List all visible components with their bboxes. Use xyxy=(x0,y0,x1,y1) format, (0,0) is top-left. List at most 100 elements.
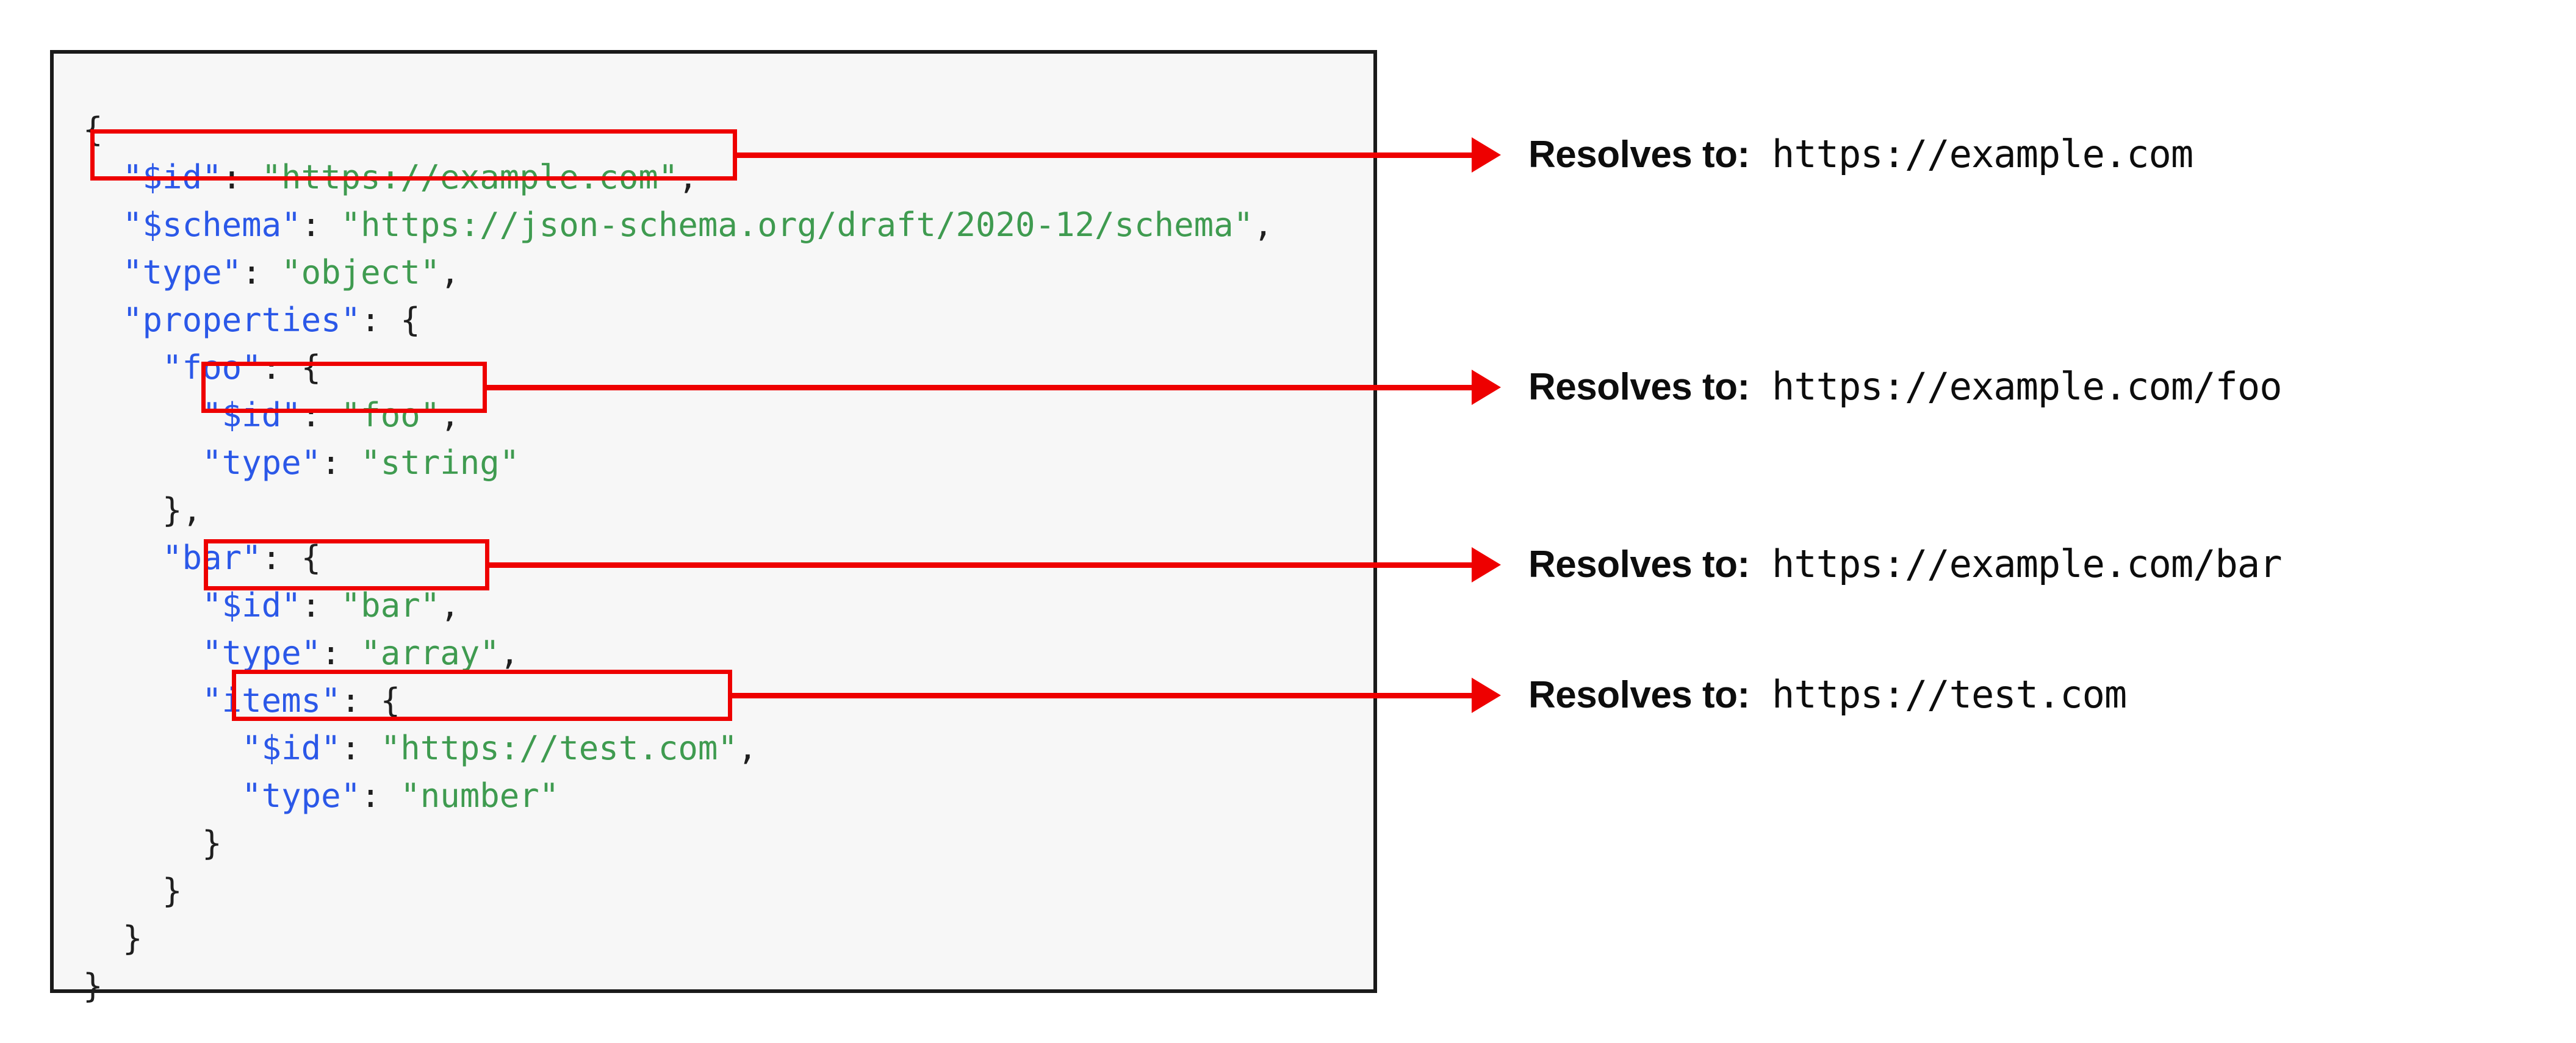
json-key: "$schema" xyxy=(123,206,301,244)
json-key: "properties" xyxy=(123,301,361,339)
json-string: "bar" xyxy=(340,586,441,625)
json-key: "$id" xyxy=(242,729,341,767)
arrow-line xyxy=(737,152,1472,158)
json-punctuation: } xyxy=(162,872,182,910)
json-string: "number" xyxy=(400,776,559,815)
json-key: "type" xyxy=(202,443,322,482)
json-punctuation: , xyxy=(440,396,460,434)
json-punctuation: : xyxy=(301,586,341,625)
label-url-spacer xyxy=(1750,672,1772,717)
code-lines: { "$id": "https://example.com", "$schema… xyxy=(83,106,1273,1010)
resolved-url: https://example.com/bar xyxy=(1772,542,2283,586)
code-line: "$id": "https://test.com", xyxy=(83,725,1273,772)
json-code-block: { "$id": "https://example.com", "$schema… xyxy=(50,50,1377,1005)
resolves-to-label: Resolves to: xyxy=(1528,134,1750,176)
json-string: "object" xyxy=(281,253,441,292)
json-punctuation: : { xyxy=(361,301,420,339)
code-line: }, xyxy=(83,487,1273,534)
label-url-spacer xyxy=(1750,132,1772,176)
code-line: "$id": "bar", xyxy=(83,582,1273,629)
arrow-line xyxy=(732,693,1472,698)
json-string: "array" xyxy=(361,634,500,672)
resolves-to-label: Resolves to: xyxy=(1528,543,1750,586)
json-punctuation: , xyxy=(499,634,520,672)
annotation-foo: Resolves to: https://example.com/foo xyxy=(1528,366,2283,408)
arrow-line xyxy=(487,385,1472,390)
json-punctuation: } xyxy=(83,967,103,1005)
json-string: "string" xyxy=(361,443,520,482)
code-line: "type": "string" xyxy=(83,439,1273,487)
arrow-head-icon xyxy=(1472,547,1501,582)
arrow-head-icon xyxy=(1472,678,1501,713)
label-url-spacer xyxy=(1750,364,1772,409)
json-punctuation: }, xyxy=(162,491,203,529)
json-punctuation: { xyxy=(83,110,103,149)
json-key: "type" xyxy=(242,776,361,815)
json-key: "type" xyxy=(123,253,242,292)
resolves-to-label: Resolves to: xyxy=(1528,366,1750,408)
code-indent xyxy=(83,681,202,720)
annotation-items: Resolves to: https://test.com xyxy=(1528,674,2127,716)
json-key: "type" xyxy=(202,634,322,672)
json-punctuation: : xyxy=(361,776,401,815)
code-line: "bar": { xyxy=(83,534,1273,582)
code-indent xyxy=(83,396,202,434)
annotation-bar: Resolves to: https://example.com/bar xyxy=(1528,542,2283,586)
code-indent xyxy=(83,348,162,387)
json-punctuation: , xyxy=(1253,206,1273,244)
code-indent xyxy=(83,206,123,244)
code-line: { xyxy=(83,106,1273,154)
code-indent xyxy=(83,776,242,815)
code-line: } xyxy=(83,915,1273,962)
code-line: "$id": "https://example.com", xyxy=(83,154,1273,201)
code-line: "type": "object", xyxy=(83,249,1273,296)
json-punctuation: : xyxy=(340,729,381,767)
code-line: "items": { xyxy=(83,677,1273,725)
code-line: "properties": { xyxy=(83,296,1273,344)
json-punctuation: : xyxy=(301,396,341,434)
code-indent xyxy=(83,872,162,910)
json-punctuation: : xyxy=(221,158,262,196)
code-indent xyxy=(83,491,162,529)
code-indent xyxy=(83,253,123,292)
json-punctuation: : xyxy=(321,634,361,672)
code-indent xyxy=(83,729,242,767)
code-line: "type": "array", xyxy=(83,629,1273,677)
resolved-url: https://example.com/foo xyxy=(1772,364,2283,409)
resolves-to-label: Resolves to: xyxy=(1528,674,1750,716)
json-punctuation: : xyxy=(242,253,282,292)
json-punctuation: : { xyxy=(261,348,322,387)
code-indent xyxy=(83,634,202,672)
code-line: "type": "number" xyxy=(83,772,1273,820)
json-key: "bar" xyxy=(162,539,262,577)
json-punctuation: , xyxy=(440,253,460,292)
arrow-head-icon xyxy=(1472,137,1501,173)
json-key: "$id" xyxy=(202,396,301,434)
json-key: "$id" xyxy=(202,586,301,625)
json-punctuation: : xyxy=(321,443,361,482)
code-line: "foo": { xyxy=(83,344,1273,392)
code-line: "$id": "foo", xyxy=(83,392,1273,439)
json-punctuation: : { xyxy=(340,681,401,720)
code-indent xyxy=(83,539,162,577)
code-line: } xyxy=(83,867,1273,915)
json-punctuation: , xyxy=(737,729,758,767)
arrow-line xyxy=(489,562,1472,568)
json-punctuation: , xyxy=(678,158,698,196)
json-string: "https://test.com" xyxy=(380,729,738,767)
code-indent xyxy=(83,443,202,482)
json-string: "foo" xyxy=(340,396,441,434)
arrow-head-icon xyxy=(1472,370,1501,405)
json-string: "https://json-schema.org/draft/2020-12/s… xyxy=(340,206,1254,244)
code-line: } xyxy=(83,962,1273,1010)
label-url-spacer xyxy=(1750,542,1772,586)
json-punctuation: , xyxy=(440,586,460,625)
json-key: "items" xyxy=(202,681,341,720)
code-line: } xyxy=(83,820,1273,867)
code-indent xyxy=(83,824,202,862)
code-line: "$schema": "https://json-schema.org/draf… xyxy=(83,201,1273,249)
code-indent xyxy=(83,158,123,196)
resolved-url: https://example.com xyxy=(1772,132,2193,176)
json-punctuation: } xyxy=(202,824,222,862)
